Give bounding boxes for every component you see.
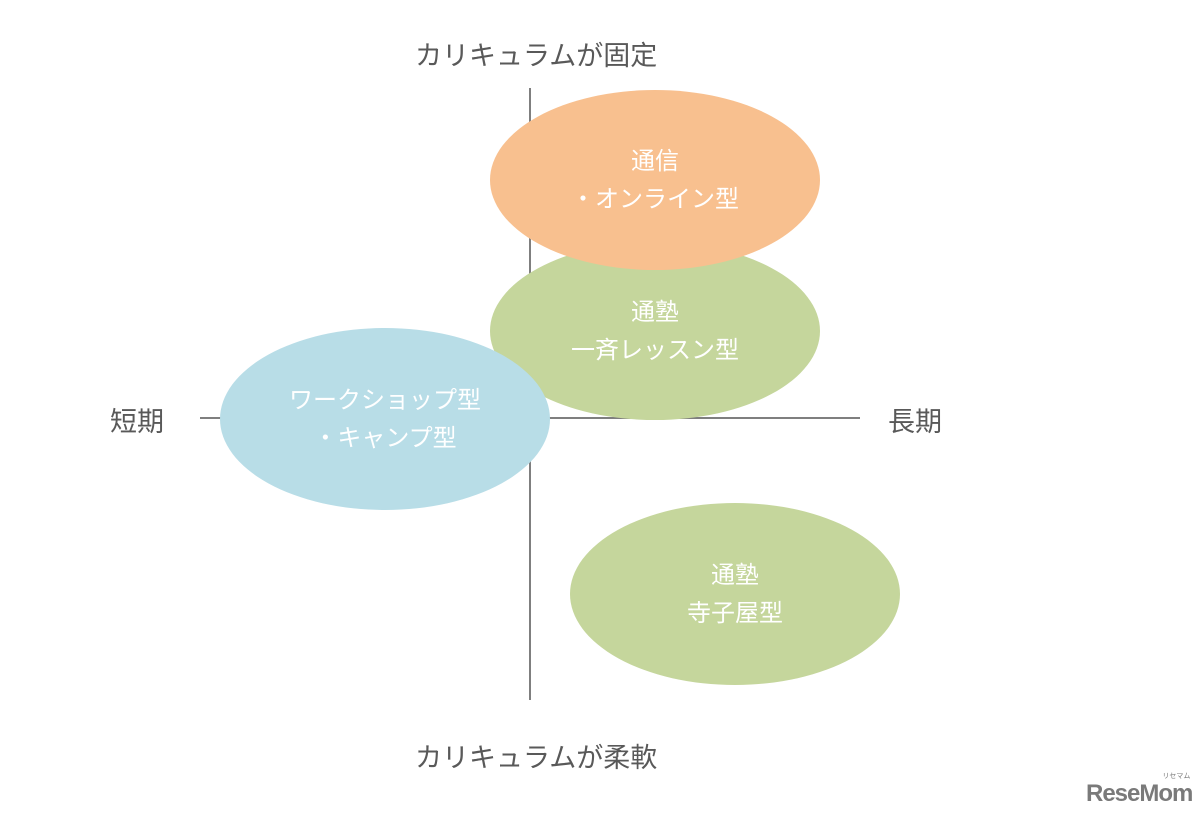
ellipse-terakoya-line2: 寺子屋型 [687, 599, 783, 627]
axis-label-bottom: カリキュラムが柔軟 [415, 743, 658, 774]
resemom-logo: ReseMom リセマム [1086, 773, 1193, 808]
ellipse-group-lesson: 通塾 一斉レッスン型 [490, 242, 820, 420]
ellipse-terakoya-line1: 通塾 [711, 561, 759, 589]
ellipse-terakoya: 通塾 寺子屋型 [570, 503, 900, 685]
ellipse-group-lesson-line2: 一斉レッスン型 [571, 336, 739, 364]
ellipse-online: 通信 ・オンライン型 [490, 90, 820, 270]
ellipse-workshop-line2: ・キャンプ型 [313, 424, 457, 452]
logo-kana: リセマム [1162, 773, 1191, 780]
ellipse-group-lesson-line1: 通塾 [631, 298, 679, 326]
axis-label-left: 短期 [110, 407, 164, 438]
axis-label-top: カリキュラムが固定 [415, 41, 658, 72]
ellipse-online-line2: ・オンライン型 [571, 185, 739, 213]
ellipse-online-line1: 通信 [631, 147, 679, 175]
axis-label-right: 長期 [888, 407, 942, 438]
ellipse-workshop: ワークショップ型 ・キャンプ型 [220, 328, 550, 510]
logo-text: ReseMom [1086, 780, 1193, 807]
ellipse-workshop-line1: ワークショップ型 [289, 386, 481, 414]
